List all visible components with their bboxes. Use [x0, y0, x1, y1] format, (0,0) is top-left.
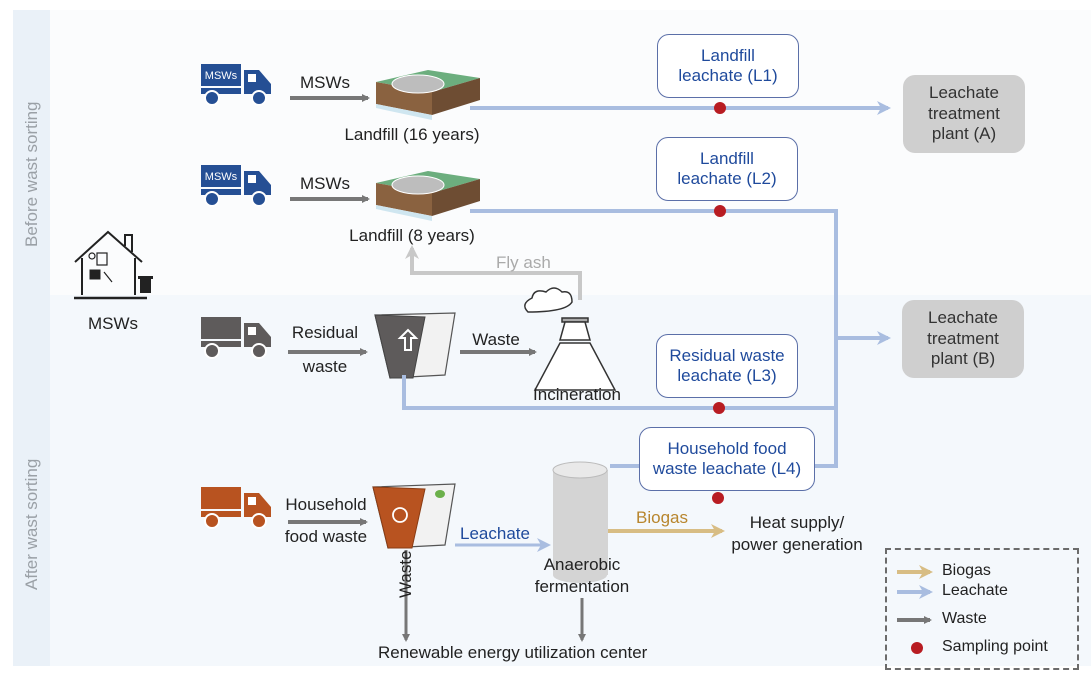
flow-label-residual-2: waste — [302, 357, 348, 376]
plant-b-line1: Leachate — [928, 308, 998, 328]
svg-text:MSWs: MSWs — [205, 171, 238, 183]
flow-label-household-1: Household — [285, 495, 367, 514]
plant-a-line3: plant (A) — [931, 124, 997, 144]
food-waste-bin-icon — [372, 483, 456, 549]
truck-icon: MSWs — [201, 64, 271, 106]
leachate-box-l4-line1: Household food — [667, 438, 787, 458]
sampling-point-l1 — [714, 102, 726, 114]
flow-label-residual-1: Residual — [291, 323, 359, 342]
flow-label-msw1: MSWs — [299, 73, 351, 92]
legend-waste-label: Waste — [942, 610, 987, 627]
plant-b-line2: treatment — [927, 328, 999, 348]
node-anaerobic-1: Anaerobic — [543, 555, 621, 574]
house-waste-icon — [74, 230, 153, 300]
leachate-box-l1-line2: leachate (L1) — [678, 66, 778, 85]
section-label-after: After wast sorting — [22, 458, 41, 590]
residual-waste-bin-icon — [374, 312, 456, 379]
incineration-icon — [524, 287, 617, 391]
leachate-box-l2-line2: leachate (L2) — [677, 169, 777, 188]
truck-food-icon — [201, 487, 271, 529]
plant-a-line1: Leachate — [929, 83, 999, 103]
section-label-strip — [13, 10, 50, 666]
node-heat-1: Heat supply/ — [749, 513, 845, 532]
landfill-8-icon — [376, 171, 480, 221]
source-label: MSWs — [87, 314, 139, 333]
node-renewable: Renewable energy utilization center — [378, 643, 648, 662]
legend-leachate-label: Leachate — [942, 582, 1008, 599]
flow-label-leachate: Leachate — [460, 524, 530, 543]
node-heat-2: power generation — [731, 535, 863, 554]
sampling-point-l2 — [714, 205, 726, 217]
node-anaerobic-2: fermentation — [534, 577, 630, 596]
sampling-point-l3 — [713, 402, 725, 414]
flow-label-biogas: Biogas — [636, 508, 688, 527]
plant-a-line2: treatment — [928, 103, 1000, 123]
legend-biogas-label: Biogas — [942, 562, 991, 579]
plant-b-line3: plant (B) — [930, 349, 996, 369]
legend — [885, 548, 1079, 670]
flow-label-household-2: food waste — [284, 527, 368, 546]
landfill-16-icon — [376, 70, 480, 120]
node-landfill-16: Landfill (16 years) — [344, 125, 480, 144]
flow-label-msw2: MSWs — [299, 174, 351, 193]
node-landfill-8: Landfill (8 years) — [349, 226, 475, 245]
flow-label-waste-down: Waste — [396, 550, 415, 598]
fly-ash-arrow — [405, 245, 582, 300]
anaerobic-tank-icon — [552, 461, 608, 583]
node-incineration: Incineration — [533, 385, 621, 404]
legend-sampling-label: Sampling point — [942, 638, 1048, 655]
sampling-point-l4 — [712, 492, 724, 504]
truck-recycle-icon — [201, 317, 271, 359]
flow-label-waste: Waste — [472, 330, 520, 349]
leachate-box-l4-line2: waste leachate (L4) — [652, 459, 802, 478]
leachate-box-l2-line1: Landfill — [700, 148, 754, 168]
leachate-box-l3-line1: Residual waste — [669, 345, 785, 365]
legend-sampling-dot — [911, 642, 923, 654]
leachate-box-l1-line1: Landfill — [701, 45, 755, 65]
svg-text:MSWs: MSWs — [205, 70, 238, 82]
leachate-box-l3-line2: leachate (L3) — [677, 366, 777, 385]
flow-label-fly-ash: Fly ash — [496, 253, 551, 272]
section-label-before: Before wast sorting — [22, 101, 41, 247]
truck-icon: MSWs — [201, 165, 271, 207]
leachate-line-l3 — [402, 375, 836, 410]
